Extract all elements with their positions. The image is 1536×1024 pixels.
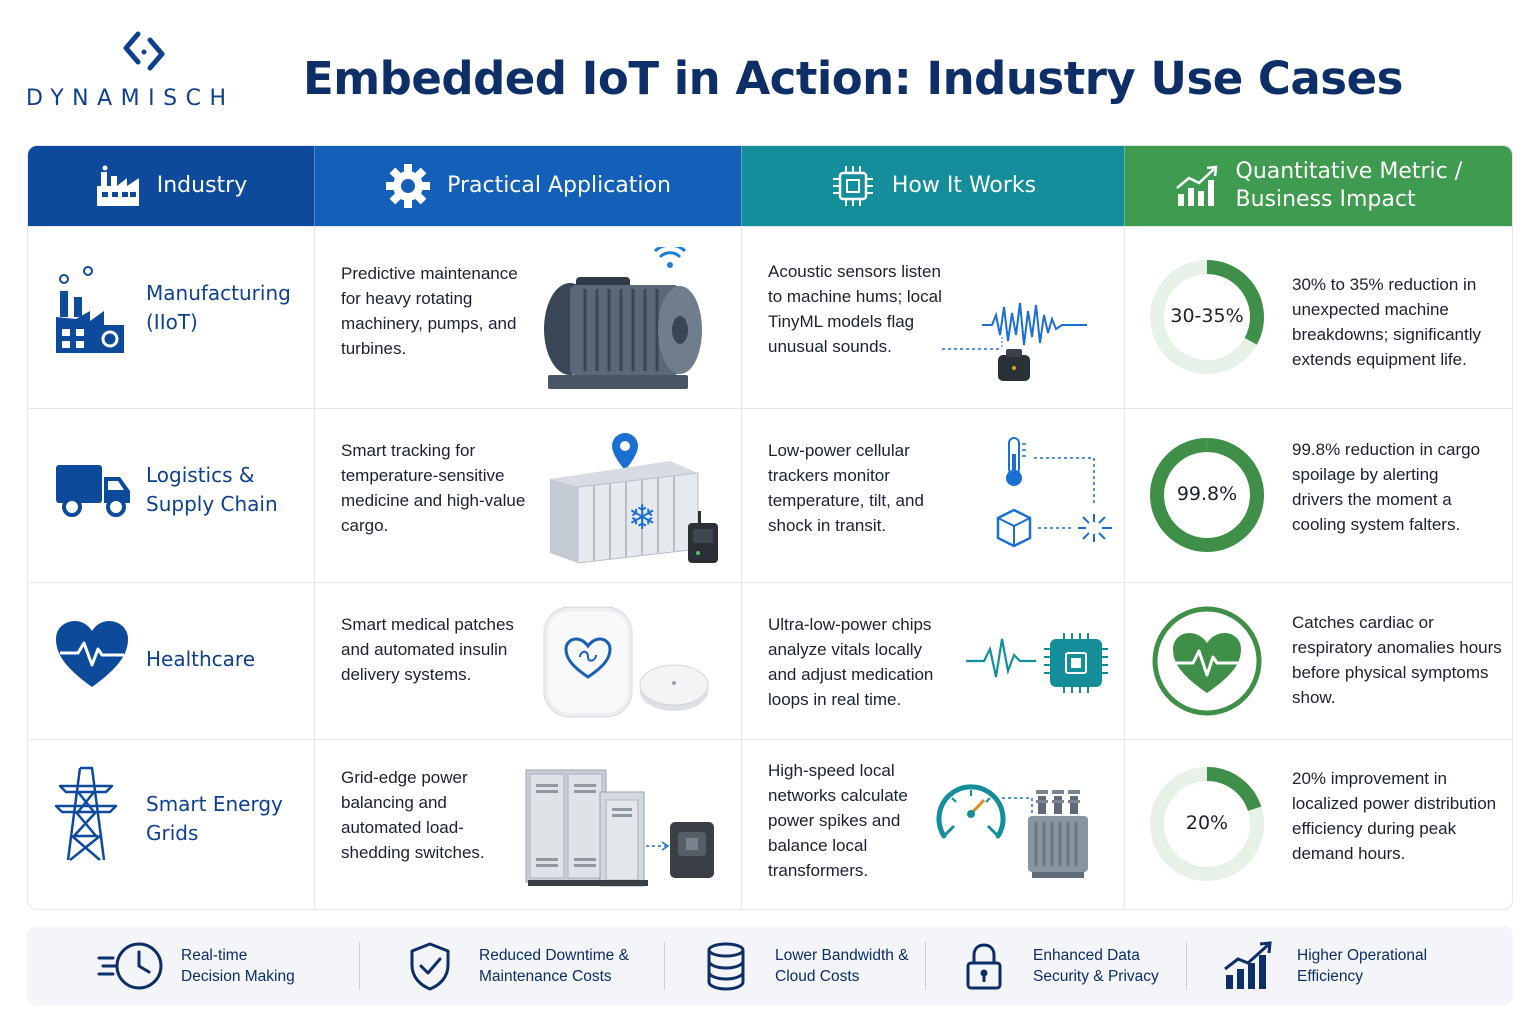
benefit-divider (664, 942, 665, 990)
metric-cell: 20% 20% improvement in localized power d… (1124, 740, 1512, 909)
how-cell: Low-power cellular trackers monitor temp… (741, 409, 1124, 582)
metric-text: Catches cardiac or respiratory anomalies… (1292, 613, 1502, 707)
donut-fill (1150, 260, 1264, 374)
use-case-table: Industry Practical Application (27, 145, 1513, 910)
benefit-label: Higher Operational Efficiency (1297, 947, 1428, 985)
benefit-item: Real-time Decision Making (97, 926, 311, 1006)
lock-icon (966, 943, 1002, 990)
benefit-item: Higher Operational Efficiency (1213, 926, 1447, 1006)
refrigerated-container-illustration: ❄ (550, 433, 718, 564)
chip-icon (832, 166, 873, 206)
benefit-item: Lower Bandwidth & Cloud Costs (691, 926, 915, 1006)
svg-text:❄: ❄ (628, 498, 657, 538)
column-header-label: How It Works (891, 173, 1037, 198)
benefit-label: Reduced Downtime & Maintenance Costs (479, 947, 629, 985)
industry-cell: Healthcare (28, 583, 314, 739)
how-text: High-speed local networks calculate powe… (768, 761, 908, 880)
industry-name: Manufacturing (IIoT) (146, 281, 291, 334)
table-row-logistics: Logistics & Supply Chain Smart tracking … (28, 408, 1512, 582)
column-header-label: Industry (156, 173, 248, 198)
sound-wave-sensor-illustration (942, 302, 1087, 381)
industry-cell: Smart Energy Grids (28, 740, 314, 909)
how-cell: Ultra-low-power chips analyze vitals loc… (741, 583, 1124, 739)
bar-chart-icon (1175, 165, 1217, 206)
clock-speed-icon (97, 942, 163, 990)
metric-donut-chart (1150, 260, 1264, 374)
column-header-industry: Industry (28, 146, 314, 226)
logo-chevrons-icon (123, 31, 165, 71)
logo-text: DYNAMISCH (26, 86, 235, 111)
industry-name: Smart Energy Grids (146, 792, 283, 845)
how-text: Acoustic sensors listen to machine hums;… (768, 262, 942, 356)
how-text: Low-power cellular trackers monitor temp… (768, 441, 924, 535)
benefit-item: Enhanced Data Security & Privacy (949, 926, 1173, 1006)
metric-cell: Catches cardiac or respiratory anomalies… (1124, 583, 1512, 739)
heart-pulse-ring-icon (1152, 606, 1262, 716)
metric-cell: 30-35% 30% to 35% reduction in unexpecte… (1124, 227, 1512, 408)
how-cell: Acoustic sensors listen to machine hums;… (741, 227, 1124, 408)
metric-text: 99.8% reduction in cargo spoilage by ale… (1292, 440, 1481, 534)
electrical-cabinets-illustration (525, 769, 714, 887)
metric-donut-chart (1150, 767, 1264, 881)
heart-pulse-icon (56, 621, 128, 687)
benefit-item: Reduced Downtime & Maintenance Costs (395, 926, 649, 1006)
industry-cell: Manufacturing (IIoT) (28, 227, 314, 408)
application-text: Grid-edge power balancing and automated … (341, 768, 485, 862)
factory-icon (96, 165, 139, 206)
application-text: Smart medical patches and automated insu… (341, 615, 514, 684)
metric-donut-chart (1150, 438, 1264, 552)
application-cell: Smart tracking for temperature-sensitive… (314, 409, 741, 582)
metric-cell: 99.8% 99.8% reduction in cargo spoilage … (1124, 409, 1512, 582)
industry-name: Logistics & Supply Chain (146, 463, 278, 516)
table-row-healthcare: Healthcare Smart medical patches and aut… (28, 582, 1512, 739)
donut-fill (1150, 438, 1264, 552)
benefit-divider (925, 942, 926, 990)
table-row-manufacturing: Manufacturing (IIoT) Predictive maintena… (28, 226, 1512, 408)
database-icon (707, 942, 745, 991)
pulse-chip-illustration (966, 633, 1108, 693)
benefit-label: Lower Bandwidth & Cloud Costs (775, 947, 909, 985)
column-header-metric: Quantitative Metric / Business Impact (1124, 146, 1512, 226)
metric-text: 20% improvement in localized power distr… (1292, 769, 1497, 863)
gear-icon (386, 164, 431, 208)
industry-cell: Logistics & Supply Chain (28, 409, 314, 582)
benefits-bar: Real-time Decision Making Reduced Downti… (27, 926, 1513, 1006)
metric-value: 30-35% (1170, 305, 1244, 327)
shield-check-icon (410, 942, 450, 991)
table-row-energy: Smart Energy Grids Grid-edge power balan… (28, 739, 1512, 909)
metric-value: 99.8% (1176, 483, 1238, 505)
truck-icon (56, 465, 130, 517)
application-cell: Predictive maintenance for heavy rotatin… (314, 227, 741, 408)
metric-value: 20% (1185, 812, 1229, 834)
industry-name: Healthcare (146, 647, 256, 671)
table-header: Industry Practical Application (28, 146, 1512, 226)
column-header-how: How It Works (741, 146, 1124, 226)
metric-text: 30% to 35% reduction in unexpected machi… (1292, 275, 1481, 369)
how-text: Ultra-low-power chips analyze vitals loc… (768, 615, 934, 709)
thermometer-box-shock-illustration (996, 437, 1112, 548)
benefit-label: Real-time Decision Making (181, 947, 295, 985)
donut-fill (1150, 767, 1264, 881)
benefit-divider (359, 942, 360, 990)
application-cell: Grid-edge power balancing and automated … (314, 740, 741, 909)
application-cell: Smart medical patches and automated insu… (314, 583, 741, 739)
column-header-application: Practical Application (314, 146, 741, 226)
page-title: Embedded IoT in Action: Industry Use Cas… (303, 52, 1403, 105)
column-header-label: Quantitative Metric / Business Impact (1235, 159, 1463, 212)
application-text: Predictive maintenance for heavy rotatin… (341, 264, 518, 358)
column-header-label: Practical Application (447, 173, 671, 198)
application-text: Smart tracking for temperature-sensitive… (341, 441, 526, 535)
factory-gear-icon (56, 266, 124, 353)
benefit-divider (1186, 942, 1187, 990)
benefit-label: Enhanced Data Security & Privacy (1033, 947, 1159, 985)
how-cell: High-speed local networks calculate powe… (741, 740, 1124, 909)
power-tower-icon (54, 766, 118, 861)
electric-motor-illustration (544, 247, 702, 389)
medical-patch-illustration (543, 606, 709, 718)
brand-logo: DYNAMISCH (26, 28, 266, 111)
growth-chart-icon (1224, 941, 1272, 989)
gauge-transformer-illustration (936, 784, 1088, 878)
